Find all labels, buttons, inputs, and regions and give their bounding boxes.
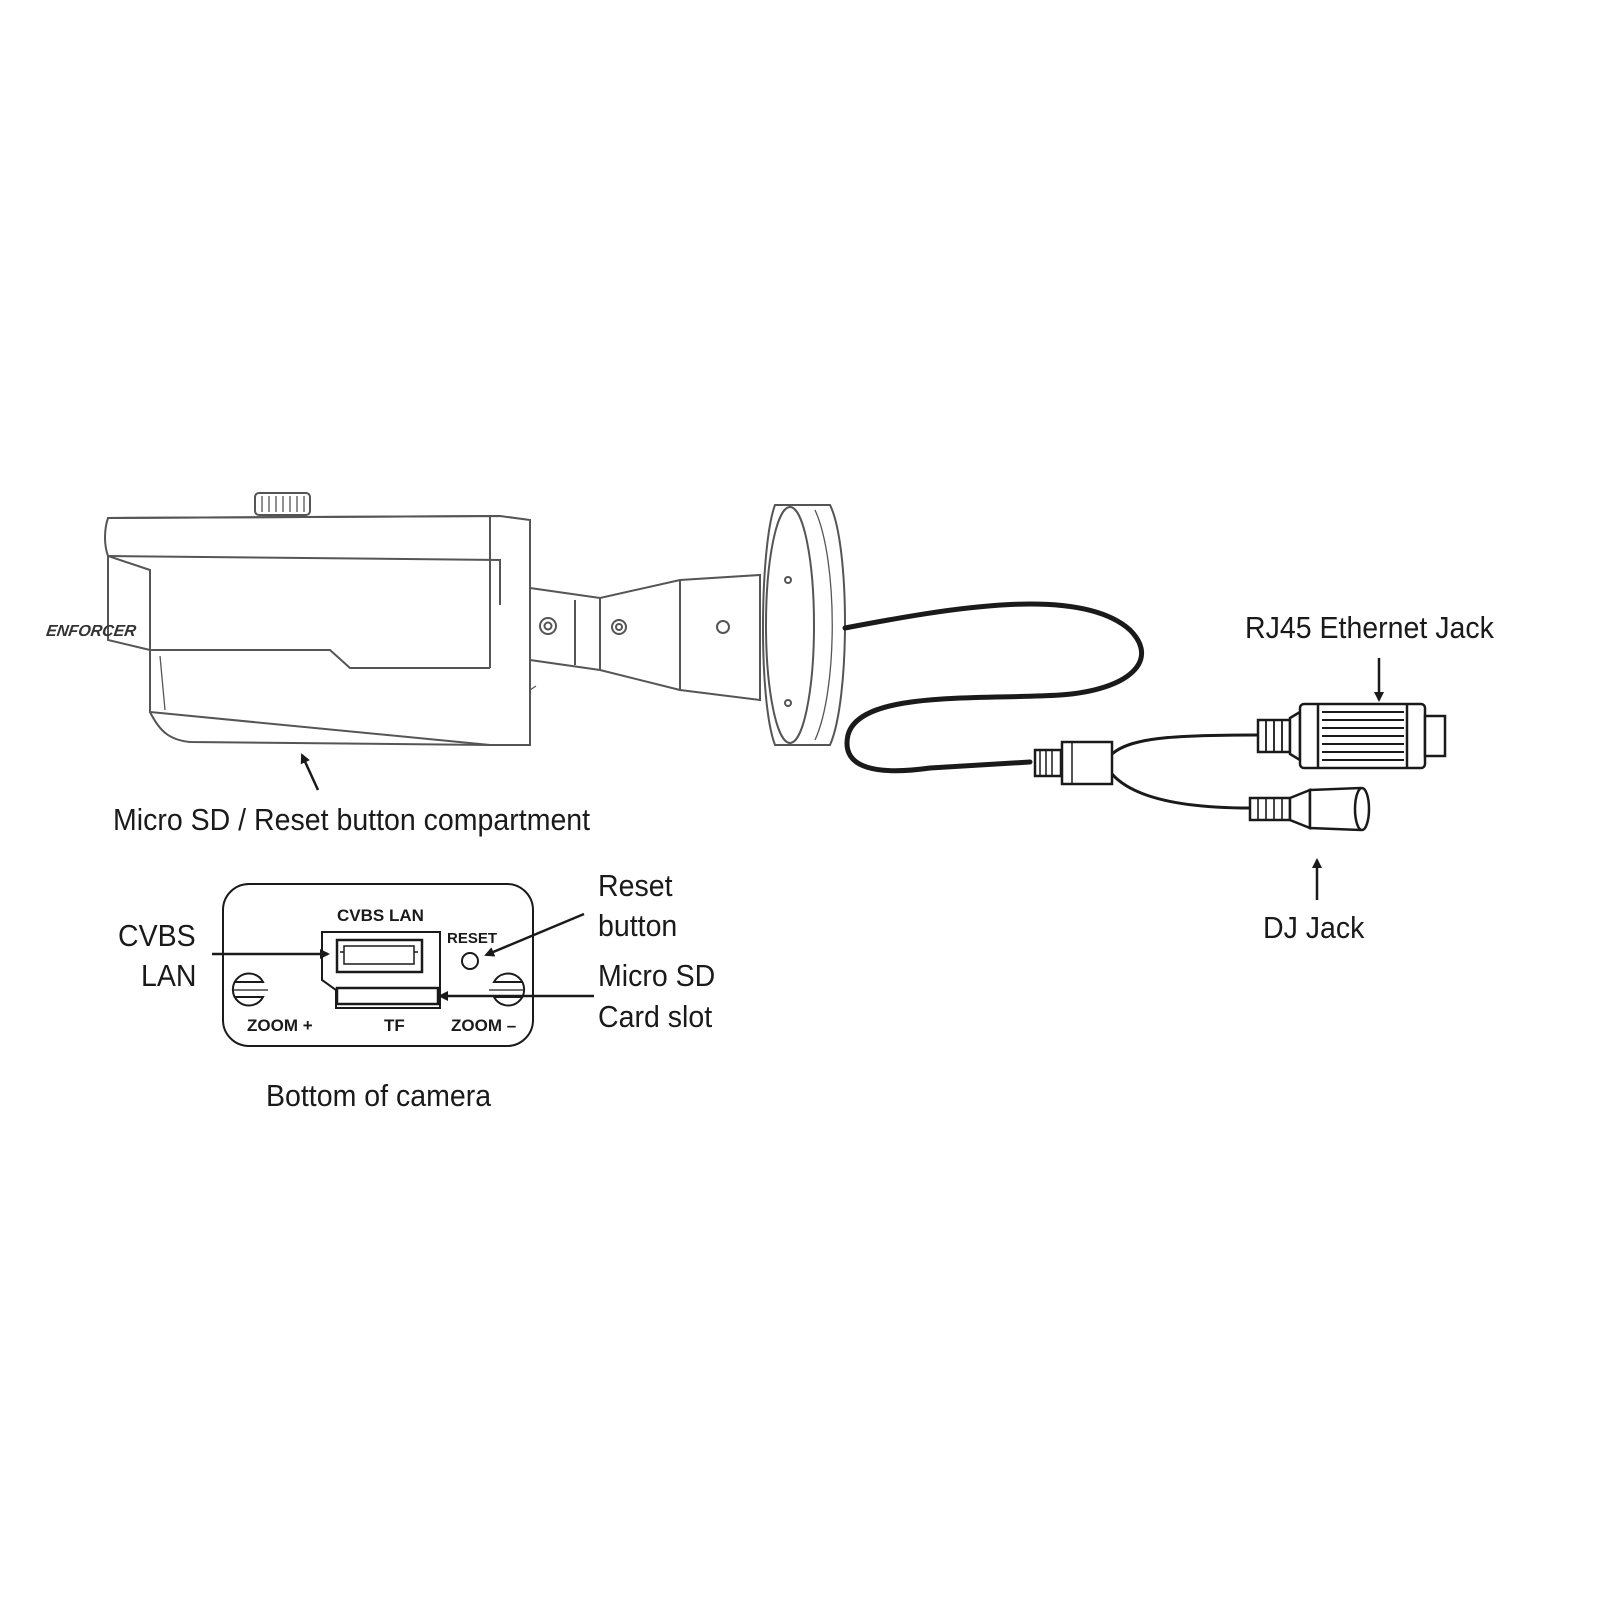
adjustment-knob <box>254 492 311 516</box>
micro-sd-card-slot <box>335 986 440 1006</box>
panel-label-cvbs-lan: CVBS LAN <box>337 906 424 925</box>
label-reset: Reset <box>598 868 673 903</box>
arrow-reset-button <box>484 912 585 957</box>
label-lan: LAN <box>141 958 197 993</box>
label-micro-sd: Micro SD <box>598 958 716 993</box>
panel-label-reset: RESET <box>447 930 498 947</box>
reset-button <box>461 952 479 970</box>
label-button: button <box>598 908 678 943</box>
dj-power-jack <box>1248 786 1371 832</box>
camera-housing <box>104 514 531 746</box>
label-dj-jack: DJ Jack <box>1263 910 1365 945</box>
rj45-ethernet-jack <box>1256 702 1447 770</box>
label-bottom-of-camera: Bottom of camera <box>266 1078 492 1113</box>
cvbs-lan-port <box>335 938 424 974</box>
camera-cable <box>842 601 1144 774</box>
zoom-minus-adjuster <box>492 972 526 1007</box>
zoom-plus-adjuster <box>231 972 265 1007</box>
panel-label-tf: TF <box>384 1016 405 1035</box>
label-rj45-ethernet-jack: RJ45 Ethernet Jack <box>1245 610 1494 645</box>
label-compartment: Micro SD / Reset button compartment <box>113 802 591 837</box>
brand-logo: ENFORCER <box>45 622 138 640</box>
arrow-compartment <box>300 753 320 791</box>
panel-label-zoom-plus: ZOOM + <box>247 1016 313 1035</box>
dj-lead <box>1110 773 1251 810</box>
rj45-lead <box>1111 733 1259 756</box>
bullet-camera <box>104 492 846 746</box>
label-cvbs: CVBS <box>118 918 196 953</box>
mount-arm <box>529 573 761 702</box>
panel-label-zoom-minus: ZOOM – <box>451 1016 517 1035</box>
cable-splitter <box>1033 740 1114 786</box>
label-card-slot: Card slot <box>598 999 713 1034</box>
